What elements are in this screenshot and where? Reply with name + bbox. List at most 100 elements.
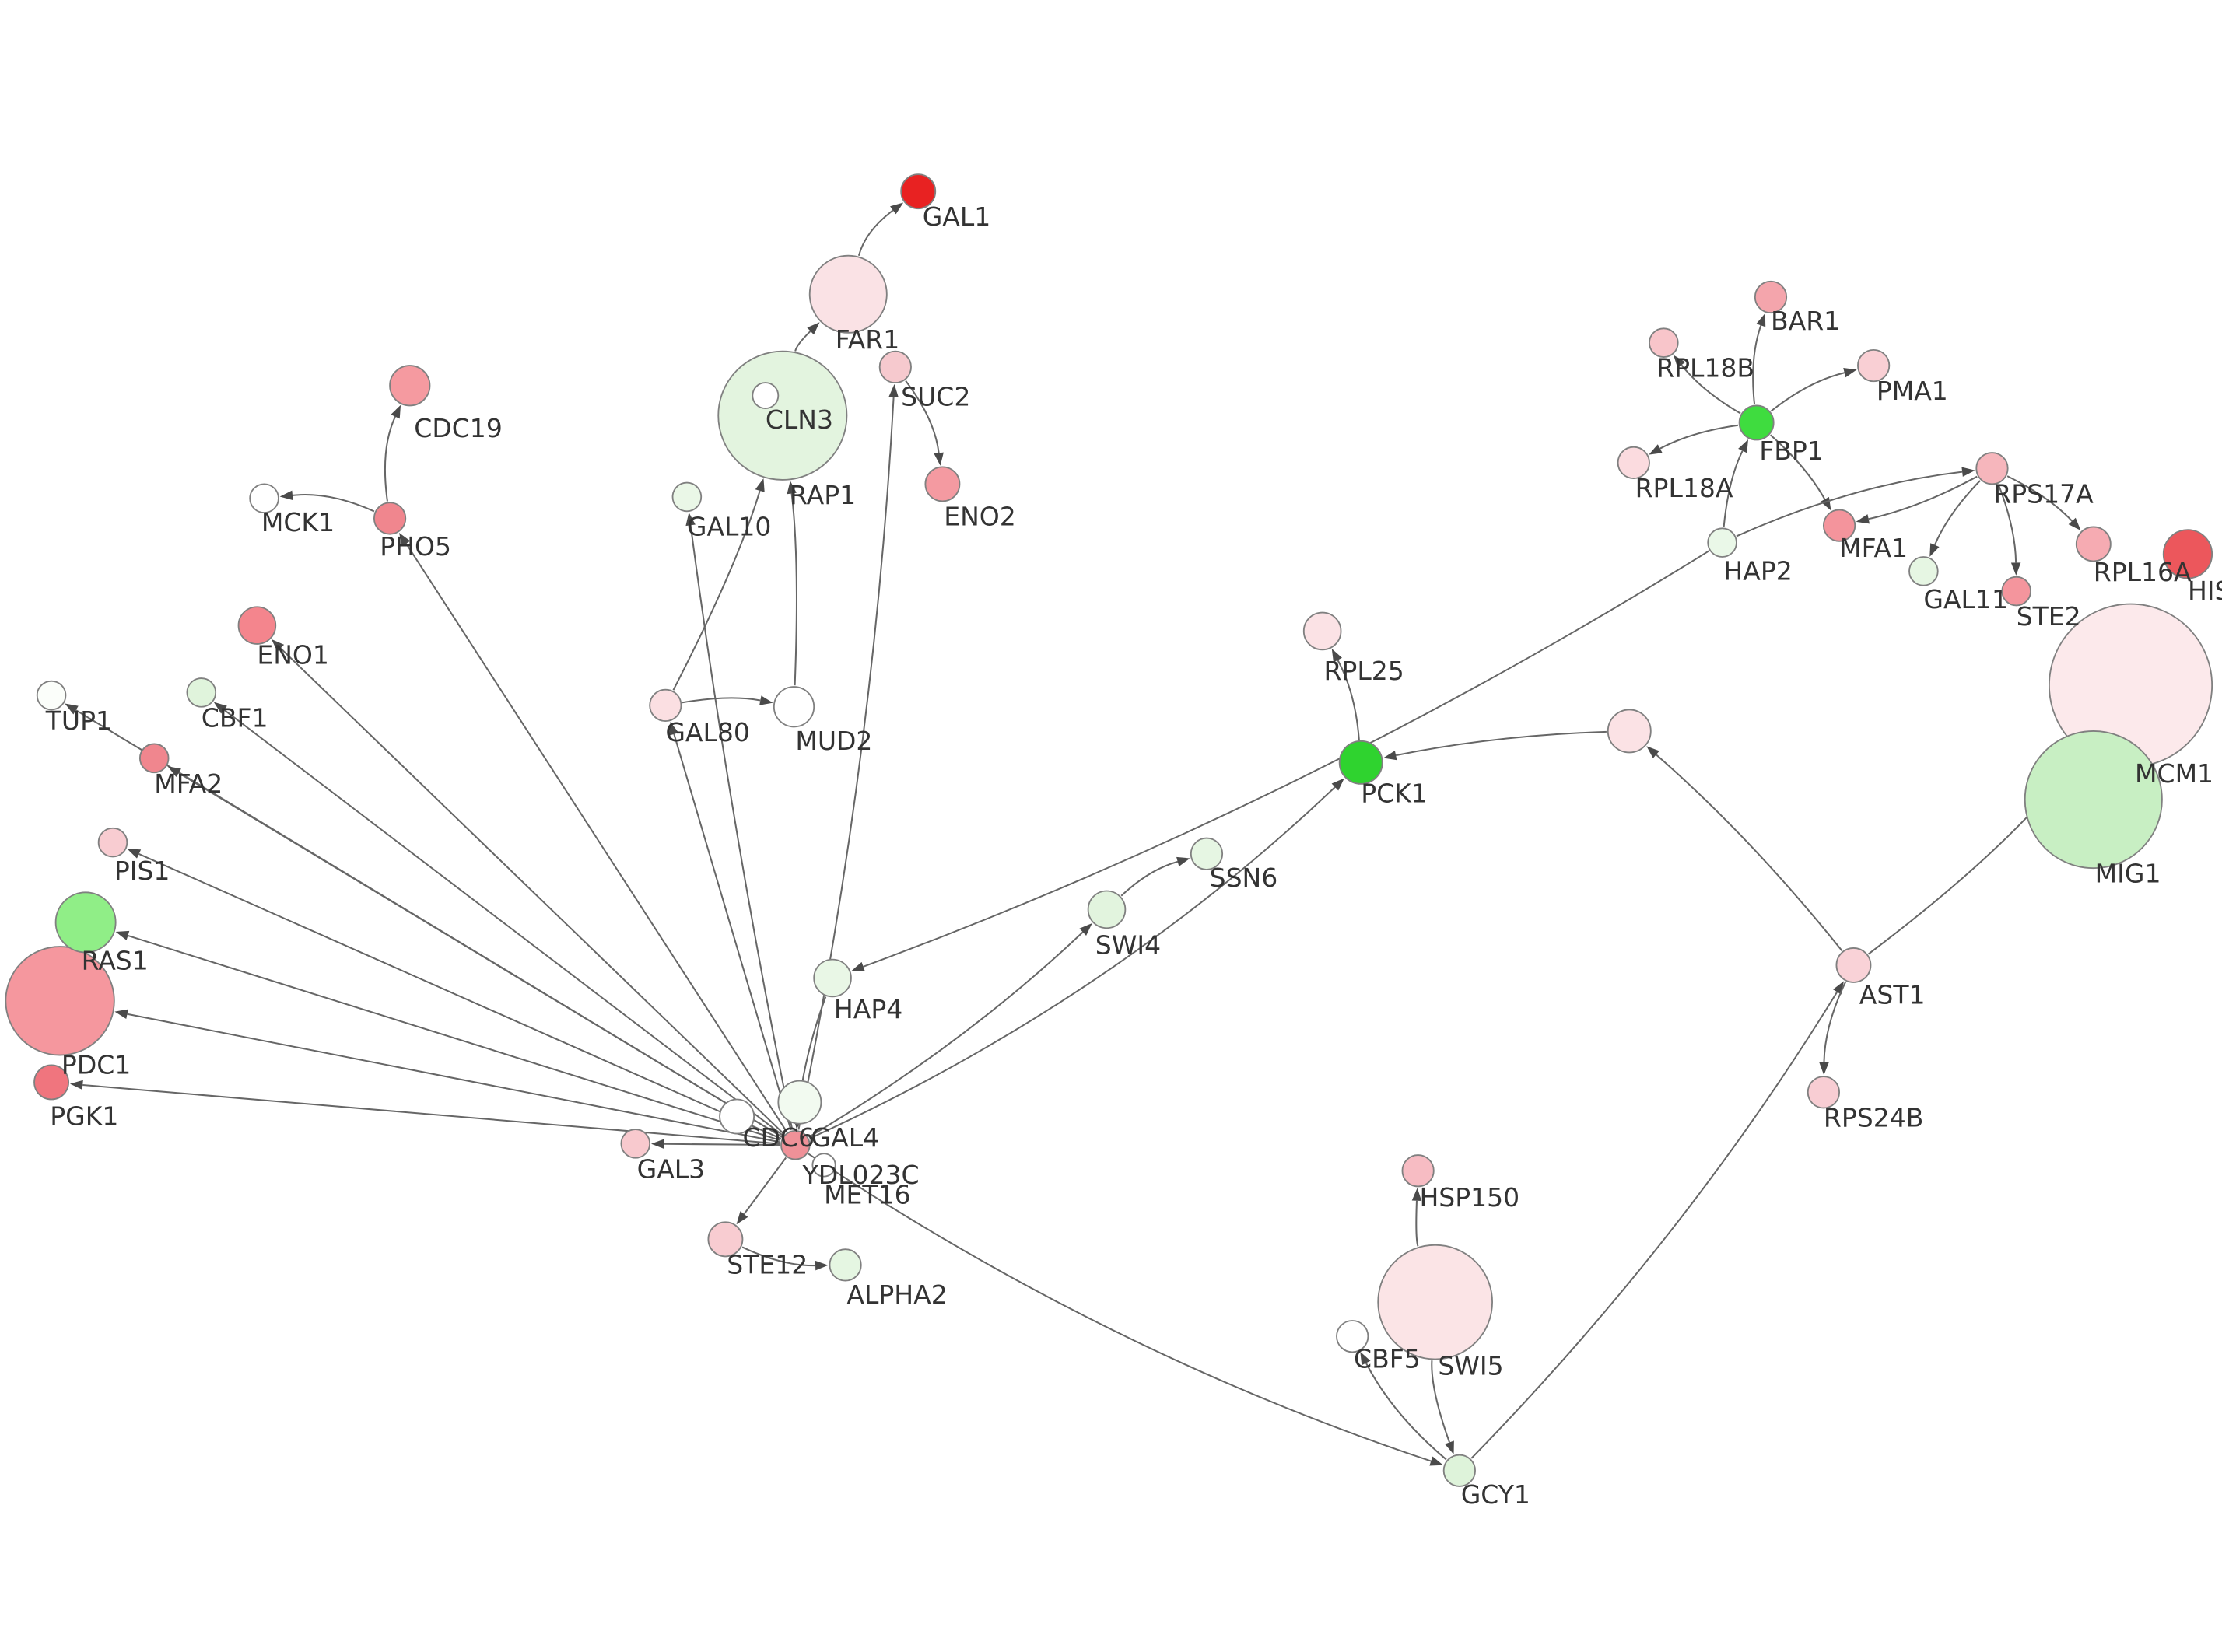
- edge-GAL4-PGK1[interactable]: [69, 1080, 780, 1145]
- edge-GCY1-AST1[interactable]: [1470, 981, 1844, 1459]
- edge-GAL4-GCY1[interactable]: [808, 1153, 1443, 1466]
- edge-HAP2-HAP4[interactable]: [851, 550, 1710, 971]
- node-CBF1[interactable]: [186, 677, 217, 708]
- node-GAL11[interactable]: [1908, 556, 1939, 586]
- node-ENO2[interactable]: [924, 466, 961, 502]
- node-MFA1[interactable]: [1822, 509, 1856, 542]
- node-RAS1[interactable]: [54, 891, 117, 954]
- node-UNNAMED1[interactable]: [1607, 709, 1652, 754]
- node-HIS4[interactable]: [2162, 529, 2213, 579]
- node-FAR1[interactable]: [808, 254, 888, 334]
- edge-HAP2-FBP1[interactable]: [1723, 439, 1748, 527]
- node-MUD2[interactable]: [773, 686, 815, 728]
- edge-FBP1-RPL18B[interactable]: [1673, 355, 1741, 415]
- node-SWI5[interactable]: [1377, 1244, 1493, 1360]
- node-SWI4[interactable]: [1087, 890, 1127, 929]
- edge-FBP1-PMA1[interactable]: [1770, 367, 1857, 412]
- edge-GAL4-PHO5[interactable]: [399, 532, 788, 1132]
- node-SUC2[interactable]: [878, 350, 912, 384]
- node-MET16[interactable]: [811, 1153, 836, 1178]
- node-RPL25[interactable]: [1302, 611, 1342, 651]
- edge-RPS17A-MFA1[interactable]: [1856, 475, 1978, 524]
- node-PDC1[interactable]: [5, 946, 115, 1056]
- node-GCY1[interactable]: [1442, 1454, 1476, 1487]
- edge-HAP2-RPS17A[interactable]: [1736, 467, 1975, 537]
- node-RAP1[interactable]: [752, 382, 780, 410]
- edge-RPS17A-STE2[interactable]: [1997, 484, 2021, 576]
- edge-STE12-ALPHA2[interactable]: [741, 1246, 829, 1271]
- edge-SWI5-HSP150[interactable]: [1411, 1188, 1422, 1247]
- edge-AST1-UNNAMED1[interactable]: [1646, 746, 1843, 952]
- edge-MUD2-CLN3[interactable]: [787, 481, 797, 686]
- edge-GAL4-SUC2[interactable]: [797, 383, 899, 1130]
- node-RPL16A[interactable]: [2075, 526, 2112, 562]
- node-RPS24B[interactable]: [1807, 1076, 1841, 1109]
- node-GAL80[interactable]: [649, 688, 682, 723]
- node-TUP1[interactable]: [36, 680, 67, 711]
- edge-GAL4-GAL10[interactable]: [685, 512, 794, 1130]
- edge-PHO5-CDC19[interactable]: [384, 404, 401, 502]
- node-AST1[interactable]: [1835, 947, 1872, 983]
- edge-GAL4-PIS1[interactable]: [127, 849, 782, 1139]
- node-GAL10[interactable]: [671, 481, 703, 513]
- node-RPL18B[interactable]: [1649, 327, 1679, 358]
- node-CDC6[interactable]: [719, 1098, 755, 1135]
- node-PHO5[interactable]: [373, 502, 407, 535]
- edge-SWI5-GCY1[interactable]: [1431, 1360, 1454, 1454]
- node-HAP4[interactable]: [813, 958, 852, 998]
- edge-CLN3-FAR1[interactable]: [794, 322, 820, 352]
- node-HAP2[interactable]: [1707, 527, 1737, 558]
- node-RPL18A[interactable]: [1617, 446, 1650, 479]
- node-PCK1[interactable]: [1338, 740, 1383, 785]
- node-GAL1[interactable]: [900, 173, 937, 210]
- edge-GAL4-GAL3[interactable]: [650, 1139, 780, 1150]
- edge-GAL4-CBF1[interactable]: [213, 702, 784, 1136]
- node-STE2[interactable]: [2001, 576, 2031, 607]
- edge-GAL4-PCK1[interactable]: [809, 778, 1344, 1139]
- node-GAL4[interactable]: [780, 1129, 811, 1160]
- edge-GAL4-MFA2[interactable]: [167, 766, 783, 1138]
- node-MCK1[interactable]: [249, 483, 279, 514]
- edge-GAL80-MUD2[interactable]: [682, 695, 773, 705]
- node-CBF5[interactable]: [1336, 1320, 1369, 1353]
- node-ENO1[interactable]: [237, 606, 277, 645]
- edge-line-AST1-RPS24B: [1823, 981, 1847, 1062]
- node-PIS1[interactable]: [97, 827, 128, 858]
- edge-FAR1-GAL1[interactable]: [857, 202, 904, 256]
- edge-RPS17A-RPL16A[interactable]: [2006, 475, 2081, 531]
- edge-GAL4-STE12[interactable]: [736, 1157, 787, 1225]
- node-GAL3[interactable]: [620, 1129, 651, 1159]
- node-label-MUD2: MUD2: [795, 726, 872, 756]
- edge-SUC2-ENO2[interactable]: [905, 380, 944, 466]
- edge-GCY1-CBF5[interactable]: [1360, 1351, 1447, 1461]
- node-MIG1[interactable]: [2024, 730, 2163, 870]
- edge-GAL4-GAL80[interactable]: [669, 722, 792, 1131]
- edge-FBP1-BAR1[interactable]: [1752, 313, 1766, 404]
- edge-SWI4-SSN6[interactable]: [1120, 856, 1190, 897]
- node-ALPHA2[interactable]: [829, 1248, 862, 1282]
- edge-GAL4-ENO1[interactable]: [271, 639, 785, 1136]
- edge-PHO5-MCK1[interactable]: [279, 490, 375, 513]
- edge-FBP1-RPL18A[interactable]: [1649, 424, 1739, 455]
- node-STE12[interactable]: [707, 1221, 744, 1258]
- node-FBP1[interactable]: [1738, 404, 1775, 441]
- node-SSN6[interactable]: [1190, 837, 1224, 870]
- node-MFA2[interactable]: [138, 743, 170, 774]
- edge-UNNAMED1-PCK1[interactable]: [1383, 730, 1607, 761]
- edge-GAL4-SWI4[interactable]: [808, 922, 1092, 1138]
- edge-GAL4-RAS1[interactable]: [115, 930, 781, 1142]
- edge-AST1-RPS24B[interactable]: [1819, 981, 1847, 1076]
- node-HSP150[interactable]: [1401, 1154, 1435, 1188]
- edge-RPS17A-GAL11[interactable]: [1929, 480, 1981, 557]
- edge-GAL4-PDC1[interactable]: [114, 1009, 780, 1143]
- node-YDL023C[interactable]: [777, 1080, 822, 1125]
- edge-GAL80-CLN3[interactable]: [672, 478, 765, 691]
- node-CLN3[interactable]: [717, 350, 848, 481]
- node-BAR1[interactable]: [1754, 280, 1788, 314]
- edge-PCK1-RPL25[interactable]: [1331, 649, 1360, 740]
- node-label-MFA2: MFA2: [154, 768, 223, 799]
- node-PGK1[interactable]: [33, 1064, 70, 1101]
- node-RPS17A[interactable]: [1975, 452, 2009, 485]
- node-CDC19[interactable]: [389, 365, 431, 407]
- node-PMA1[interactable]: [1857, 348, 1891, 383]
